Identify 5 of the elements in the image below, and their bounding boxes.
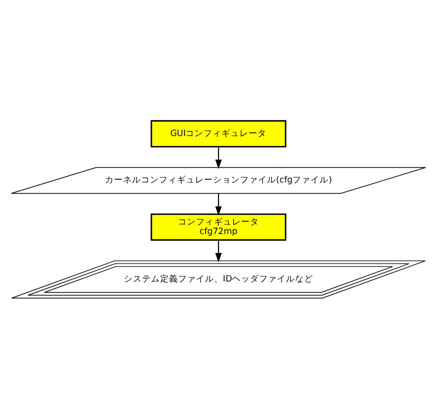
node-box: コンフィギュレータ cfg72mp xyxy=(150,212,286,240)
arrow xyxy=(215,193,222,216)
node-box: GUIコンフィギュレータ xyxy=(150,120,286,147)
arrow xyxy=(215,240,222,262)
arrow xyxy=(215,146,222,168)
